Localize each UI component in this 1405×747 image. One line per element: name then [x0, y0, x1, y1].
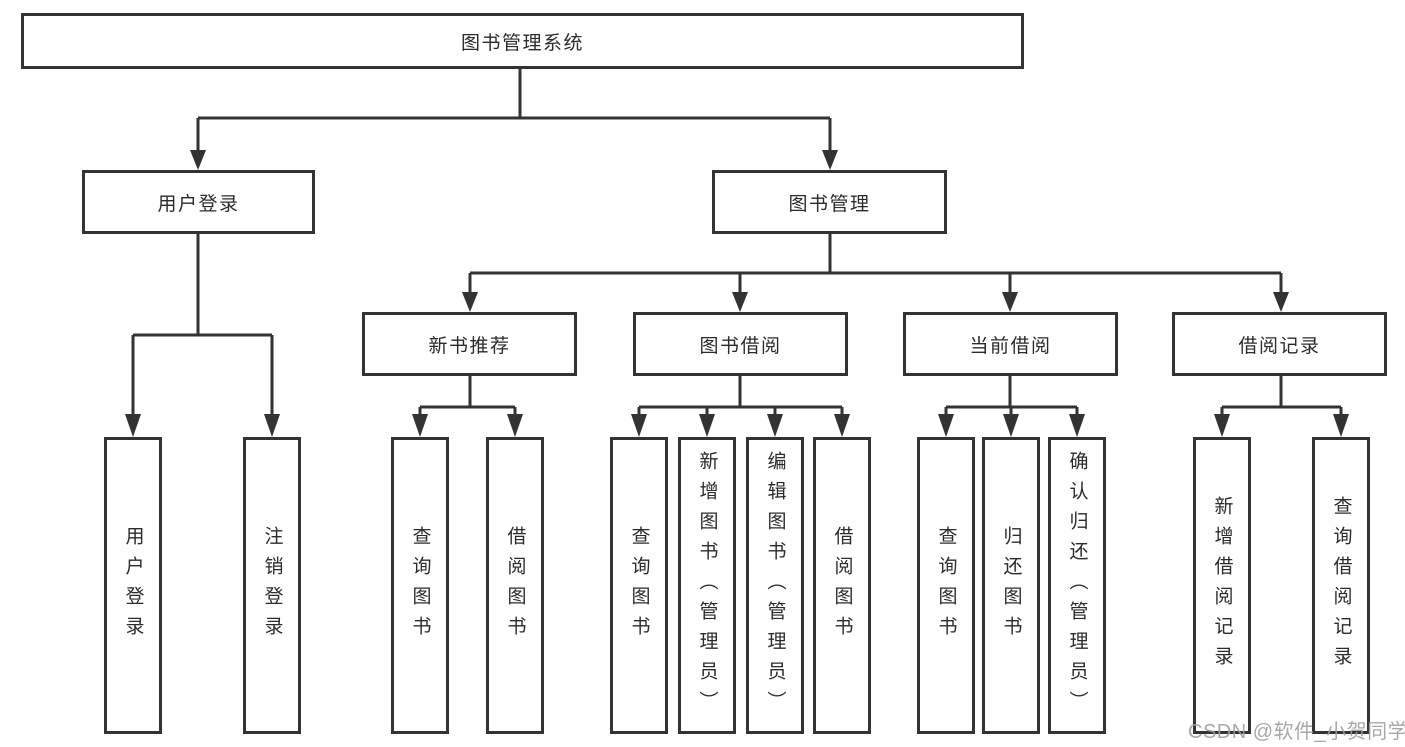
node-root-library-system: 图书管理系统 — [21, 13, 1024, 69]
leaf-return-book: 归还图书 — [982, 437, 1040, 734]
leaf-query-borrow-record: 查询借阅记录 — [1312, 437, 1370, 734]
leaf-add-borrow-record: 新增借阅记录 — [1193, 437, 1251, 734]
leaf-add-book-admin: 新增图书（管理员） — [678, 437, 736, 734]
node-current-borrowing: 当前借阅 — [903, 312, 1118, 376]
arrowheads — [125, 150, 1349, 437]
leaf-query-books-recommend: 查询图书 — [391, 437, 449, 734]
csdn-watermark: CSDN @软件_小贺同学 — [1188, 721, 1405, 743]
leaf-edit-book-admin: 编辑图书（管理员） — [746, 437, 804, 734]
leaf-user-login: 用户登录 — [104, 437, 162, 734]
node-new-book-recommend: 新书推荐 — [362, 312, 577, 376]
leaf-logout: 注销登录 — [243, 437, 301, 734]
leaf-query-books-current: 查询图书 — [917, 437, 975, 734]
node-borrow-records: 借阅记录 — [1172, 312, 1387, 376]
leaf-query-books-borrowing: 查询图书 — [610, 437, 668, 734]
leaf-confirm-return-admin: 确认归还（管理员） — [1048, 437, 1106, 734]
leaf-borrow-books-borrowing: 借阅图书 — [813, 437, 871, 734]
node-book-management: 图书管理 — [712, 170, 947, 234]
leaf-borrow-books-recommend: 借阅图书 — [486, 437, 544, 734]
node-book-borrowing: 图书借阅 — [633, 312, 848, 376]
node-user-login: 用户登录 — [82, 170, 315, 234]
